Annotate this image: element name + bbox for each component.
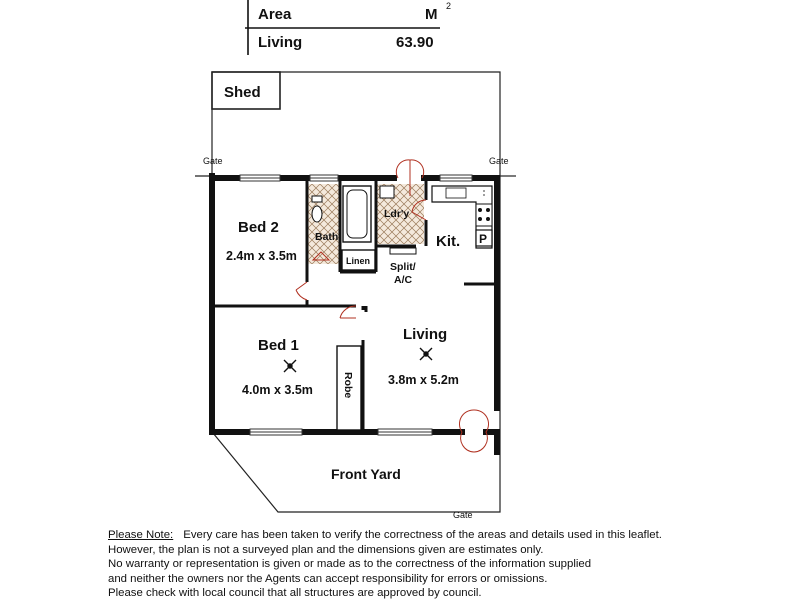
living-label: Living [403, 326, 447, 343]
bathtub [342, 185, 372, 243]
disclaimer-line-3: No warranty or representation is given o… [108, 558, 592, 571]
bath-label: Bath [315, 231, 338, 243]
area-row-label: Living [258, 34, 302, 51]
area-row-value: 63.90 [396, 34, 434, 51]
robe-label: Robe [342, 372, 354, 398]
ceiling-fan-icon [283, 359, 297, 373]
area-header-unit: M [425, 6, 438, 23]
bath-vanity-icon [311, 251, 331, 261]
bed2-label: Bed 2 [238, 219, 279, 236]
bed2-dimensions: 2.4m x 3.5m [226, 249, 297, 263]
external-walls [209, 173, 500, 455]
toilet [311, 195, 323, 223]
linen-cupboard: Linen [341, 249, 376, 271]
ceiling-fan-icon [419, 347, 433, 361]
disclaimer-line-2: However, the plan is not a surveyed plan… [108, 543, 544, 556]
area-header-unit-sup: 2 [446, 1, 451, 11]
disclaimer-heading: Please Note: [108, 529, 174, 541]
door-swings [295, 159, 489, 453]
shed-label: Shed [224, 84, 261, 101]
floor-plan: Area M 2 Living 63.90 Shed Gate Gate Gat… [195, 0, 516, 520]
living-dimensions: 3.8m x 5.2m [388, 373, 459, 387]
split-ac-label-2: A/C [394, 274, 413, 286]
disclaimer-line-4: and neither the owners nor the Agents ca… [108, 572, 548, 585]
robe: Robe [336, 345, 362, 431]
split-ac-label-1: Split/ [390, 261, 416, 273]
gate-bottom-label: Gate [453, 510, 473, 520]
linen-label: Linen [346, 256, 370, 266]
disclaimer-note: Please Note: Every care has been taken to… [108, 528, 798, 601]
front-yard-label: Front Yard [331, 466, 401, 482]
area-table: Area M 2 Living 63.90 [245, 0, 451, 55]
property-boundary [195, 71, 516, 513]
gate-left-label: Gate [203, 156, 223, 166]
bed1-dimensions: 4.0m x 3.5m [242, 383, 313, 397]
split-ac-unit [389, 247, 417, 255]
disclaimer-text-1: Every care has been taken to verify the … [183, 529, 662, 541]
internal-walls [212, 178, 497, 432]
area-header-label: Area [258, 6, 292, 23]
disclaimer-line-1: Please Note: Every care has been taken to… [108, 528, 798, 543]
bed1-label: Bed 1 [258, 337, 299, 354]
laundry-label: Ldr'y [384, 208, 409, 220]
gate-right-label: Gate [489, 156, 509, 166]
disclaimer-line-5: Please check with local council that all… [108, 587, 482, 600]
kitchen-label: Kit. [436, 233, 460, 250]
shed: Shed [211, 71, 281, 110]
laundry-tub [379, 185, 395, 199]
pantry-label: P [479, 232, 487, 246]
pantry: P [475, 229, 493, 247]
windows [239, 174, 473, 436]
